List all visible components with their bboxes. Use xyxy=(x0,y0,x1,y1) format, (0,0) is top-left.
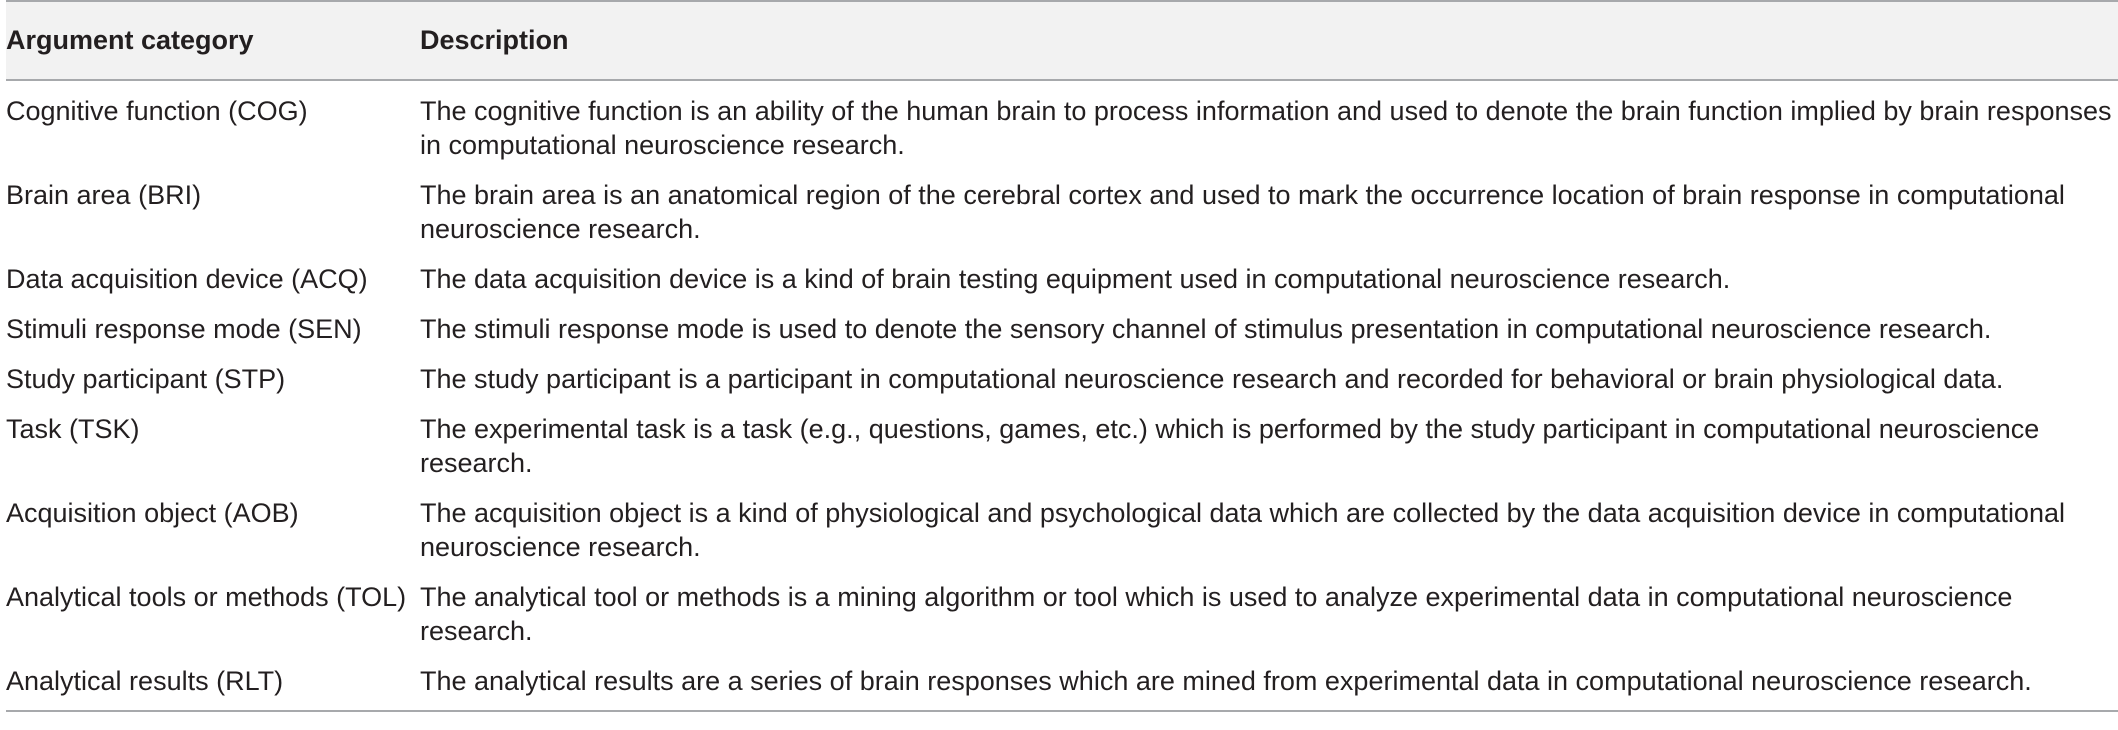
description-cell: The cognitive function is an ability of … xyxy=(420,96,2112,160)
argument-category-table-container: Argument category Description Cognitive … xyxy=(6,0,2118,712)
table-header-row: Argument category Description xyxy=(6,1,2118,80)
description-cell: The experimental task is a task (e.g., q… xyxy=(420,414,2040,478)
table-row: Study participant (STP) The study partic… xyxy=(6,353,2118,403)
category-cell: Data acquisition device (ACQ) xyxy=(6,264,368,294)
description-cell: The analytical results are a series of b… xyxy=(420,666,2032,696)
category-cell: Task (TSK) xyxy=(6,414,140,444)
table-row: Brain area (BRI) The brain area is an an… xyxy=(6,169,2118,253)
description-cell: The stimuli response mode is used to den… xyxy=(420,314,1992,344)
header-description: Description xyxy=(420,25,569,55)
table-row: Cognitive function (COG) The cognitive f… xyxy=(6,80,2118,169)
category-cell: Acquisition object (AOB) xyxy=(6,498,299,528)
category-cell: Analytical results (RLT) xyxy=(6,666,284,696)
category-cell: Brain area (BRI) xyxy=(6,180,202,210)
header-argument-category: Argument category xyxy=(6,25,254,55)
table-row: Task (TSK) The experimental task is a ta… xyxy=(6,403,2118,487)
table-row: Analytical results (RLT) The analytical … xyxy=(6,655,2118,711)
table-row: Stimuli response mode (SEN) The stimuli … xyxy=(6,303,2118,353)
description-cell: The study participant is a participant i… xyxy=(420,364,2004,394)
argument-category-table: Argument category Description Cognitive … xyxy=(6,0,2118,712)
category-cell: Study participant (STP) xyxy=(6,364,286,394)
description-cell: The brain area is an anatomical region o… xyxy=(420,180,2065,244)
description-cell: The analytical tool or methods is a mini… xyxy=(420,582,2013,646)
table-row: Analytical tools or methods (TOL) The an… xyxy=(6,571,2118,655)
description-cell: The data acquisition device is a kind of… xyxy=(420,264,1731,294)
category-cell: Stimuli response mode (SEN) xyxy=(6,314,362,344)
table-row: Acquisition object (AOB) The acquisition… xyxy=(6,487,2118,571)
table-row: Data acquisition device (ACQ) The data a… xyxy=(6,253,2118,303)
category-cell: Cognitive function (COG) xyxy=(6,96,308,126)
description-cell: The acquisition object is a kind of phys… xyxy=(420,498,2065,562)
category-cell: Analytical tools or methods (TOL) xyxy=(6,582,407,612)
